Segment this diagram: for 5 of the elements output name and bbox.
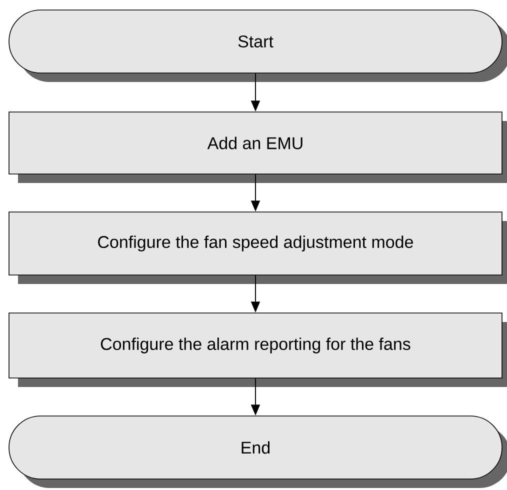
terminal-box: End: [8, 416, 507, 488]
process-box: Add an EMU: [8, 112, 507, 183]
terminal-box: Start: [8, 10, 507, 82]
process-box: Configure the alarm reporting for the fans: [8, 312, 507, 387]
process-box: Configure the fan speed adjustment mode: [8, 212, 507, 284]
